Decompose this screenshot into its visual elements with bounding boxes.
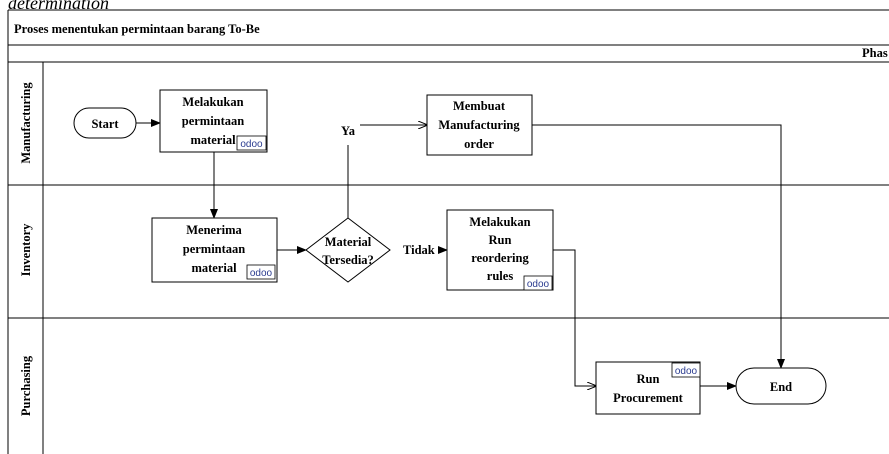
odoo-tag-icon: odoo [246,264,276,280]
svg-text:odoo: odoo [527,279,550,290]
svg-text:Melakukan: Melakukan [182,95,243,109]
svg-text:Menerima: Menerima [186,223,242,237]
lane-label-manufacturing: Manufacturing [19,82,33,164]
svg-text:Run: Run [489,233,512,247]
odoo-tag-icon: odoo [671,362,701,378]
svg-text:reordering: reordering [471,251,529,265]
diagram-title: Proses menentukan permintaan barang To-B… [14,22,260,36]
edge-reorder-to-procurement [553,249,596,386]
edge-mo-to-end [532,124,785,369]
task-receive-request: Menerima permintaan material odoo [151,217,278,283]
svg-text:order: order [464,137,494,151]
svg-text:Run: Run [637,372,660,386]
svg-text:odoo: odoo [250,268,273,279]
odoo-tag-icon: odoo [236,135,267,151]
svg-text:material: material [191,261,237,275]
phase-label: Phas [862,46,888,60]
connectors [136,119,785,390]
decision-material-available: Material Tersedia? [305,217,391,283]
odoo-tag-icon: odoo [523,275,553,291]
svg-text:Manufacturing: Manufacturing [438,118,520,132]
svg-text:Melakukan: Melakukan [469,215,530,229]
svg-text:Tersedia?: Tersedia? [322,253,374,267]
svg-text:odoo: odoo [675,366,698,377]
svg-text:Start: Start [91,117,119,131]
task-request-material: Melakukan permintaan material odoo [159,89,268,153]
svg-text:odoo: odoo [240,139,263,150]
lane-label-purchasing: Purchasing [19,355,33,416]
end-node: End [735,367,827,405]
svg-text:permintaan: permintaan [183,242,246,256]
svg-text:material: material [190,133,236,147]
svg-text:Procurement: Procurement [613,391,683,405]
lane-label-inventory: Inventory [19,223,33,277]
svg-text:End: End [770,380,792,394]
svg-text:Material: Material [325,235,372,249]
edge-label-yes: Ya [341,124,356,138]
start-node: Start [73,107,137,139]
task-run-procurement: Run Procurement odoo [595,361,701,415]
svg-text:Membuat: Membuat [453,99,506,113]
svg-text:permintaan: permintaan [182,114,245,128]
pool-frame [7,9,889,454]
svg-text:rules: rules [487,269,514,283]
task-create-manufacturing-order: Membuat Manufacturing order [426,94,533,156]
edge-label-no: Tidak [403,243,435,257]
task-run-reordering-rules: Melakukan Run reordering rules odoo [446,209,554,291]
